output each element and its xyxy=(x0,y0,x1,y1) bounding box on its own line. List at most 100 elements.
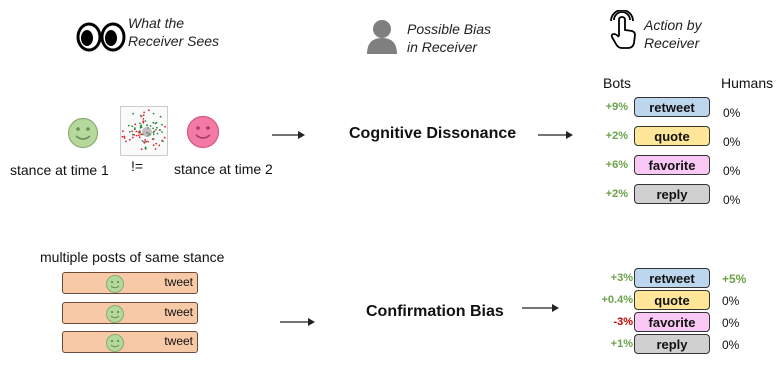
quote-action-pill: quote xyxy=(634,126,710,146)
bots-percent: +3% xyxy=(610,272,633,284)
scatter-dot xyxy=(144,120,147,122)
column-header-bots: Bots xyxy=(603,75,632,91)
scatter-dot xyxy=(161,123,163,126)
scatter-dot xyxy=(125,140,127,143)
retweet-action-pill: retweet xyxy=(634,97,710,117)
scatter-dot xyxy=(143,111,145,114)
bots-percent: +2% xyxy=(605,188,628,200)
scatter-dot xyxy=(135,134,138,137)
scatter-dot xyxy=(123,137,126,139)
scatter-dot xyxy=(156,132,159,135)
scatter-dot xyxy=(152,133,155,136)
scatter-dot xyxy=(121,135,124,138)
favorite-action-pill: favorite xyxy=(634,312,710,332)
scatter-dot xyxy=(144,140,147,143)
humans-percent: 0% xyxy=(722,294,740,308)
scatter-dot xyxy=(140,124,143,127)
humans-percent: 0% xyxy=(723,106,741,120)
scatter-dot xyxy=(131,133,134,136)
scatter-dot xyxy=(155,142,158,145)
scatter-dot xyxy=(122,130,124,133)
humans-percent: 0% xyxy=(723,193,741,207)
smiley-green-icon xyxy=(106,305,124,323)
scatter-dot xyxy=(135,130,138,133)
bots-percent: +9% xyxy=(605,101,628,113)
retweet-action-pill: retweet xyxy=(634,268,710,288)
multiple-posts-caption: multiple posts of same stance xyxy=(40,249,225,265)
scatter-dot xyxy=(149,125,152,127)
scatter-dot xyxy=(128,131,131,133)
humans-percent: +5% xyxy=(722,272,747,286)
tweet-row: tweet xyxy=(62,331,198,353)
stance-time-1-label: stance at time 1 xyxy=(10,162,109,178)
scatter-dot xyxy=(156,126,158,129)
header-possible-bias: Possible Bias in Receiver xyxy=(407,21,492,55)
scatter-dot xyxy=(142,114,145,117)
scatter-dot xyxy=(142,118,145,120)
scatter-dot xyxy=(144,139,146,141)
scatter-dot xyxy=(161,131,163,133)
scatter-dot xyxy=(138,131,141,134)
bots-percent: +0.4% xyxy=(601,294,634,306)
scatter-dot xyxy=(128,138,131,141)
humans-percent: 0% xyxy=(723,135,741,149)
scatter-dot xyxy=(132,112,134,115)
header-action-by-receiver: Action by Receiver xyxy=(644,17,702,51)
person-icon xyxy=(365,18,399,59)
bots-percent: -3% xyxy=(613,316,633,328)
scatter-thumbnail xyxy=(120,106,168,161)
bots-percent: +2% xyxy=(605,130,628,142)
scatter-dot xyxy=(131,130,134,133)
reply-action-pill: reply xyxy=(634,334,710,354)
scatter-dot xyxy=(162,140,164,143)
arrow-right-icon xyxy=(272,131,305,139)
bots-percent: +1% xyxy=(610,338,633,350)
scatter-dot xyxy=(164,125,166,128)
bots-percent: +6% xyxy=(605,159,628,171)
scatter-dot xyxy=(158,144,161,147)
arrow-right-icon xyxy=(280,318,315,326)
quote-action-pill: quote xyxy=(634,290,710,310)
scatter-dot xyxy=(159,129,161,131)
scatter-dot xyxy=(138,134,140,137)
scatter-center xyxy=(142,127,152,137)
smiley-pink-icon xyxy=(186,115,220,149)
scatter-dot xyxy=(139,126,142,129)
reply-action-pill: reply xyxy=(634,184,710,204)
scatter-dot xyxy=(131,136,134,139)
scatter-dot xyxy=(152,138,155,140)
scatter-dot xyxy=(141,140,144,142)
tweet-row: tweet xyxy=(62,302,198,324)
arrow-right-icon xyxy=(522,304,559,312)
scatter-dot xyxy=(140,148,143,151)
pointer-hand-icon xyxy=(608,9,638,55)
scatter-dot xyxy=(146,124,149,127)
tweet-row: tweet xyxy=(62,272,198,294)
scatter-dot xyxy=(148,109,150,112)
tweet-label: tweet xyxy=(164,275,193,289)
humans-percent: 0% xyxy=(723,164,741,178)
confirmation-bias-label: Confirmation Bias xyxy=(366,303,504,320)
header-what-receiver-sees: What the Receiver Sees xyxy=(128,15,220,49)
scatter-dot xyxy=(155,129,157,131)
humans-percent: 0% xyxy=(722,316,740,330)
arrow-right-icon xyxy=(538,131,573,139)
scatter-dot xyxy=(140,115,143,118)
scatter-dot xyxy=(143,141,145,143)
eyes-icon xyxy=(76,22,128,57)
scatter-dot xyxy=(142,121,145,124)
favorite-action-pill: favorite xyxy=(634,155,710,175)
cognitive-dissonance-label: Cognitive Dissonance xyxy=(349,125,517,142)
stance-time-2-label: stance at time 2 xyxy=(174,161,273,177)
scatter-dot xyxy=(133,128,136,131)
scatter-dot xyxy=(163,136,166,139)
scatter-dot xyxy=(152,127,154,130)
scatter-dot xyxy=(153,130,156,133)
scatter-dot xyxy=(145,147,147,150)
column-header-humans: Humans xyxy=(721,75,774,91)
smiley-green-icon xyxy=(106,334,124,352)
scatter-dot xyxy=(131,125,134,128)
scatter-dot xyxy=(138,136,141,139)
scatter-dot xyxy=(142,120,145,123)
scatter-dot xyxy=(155,121,158,124)
